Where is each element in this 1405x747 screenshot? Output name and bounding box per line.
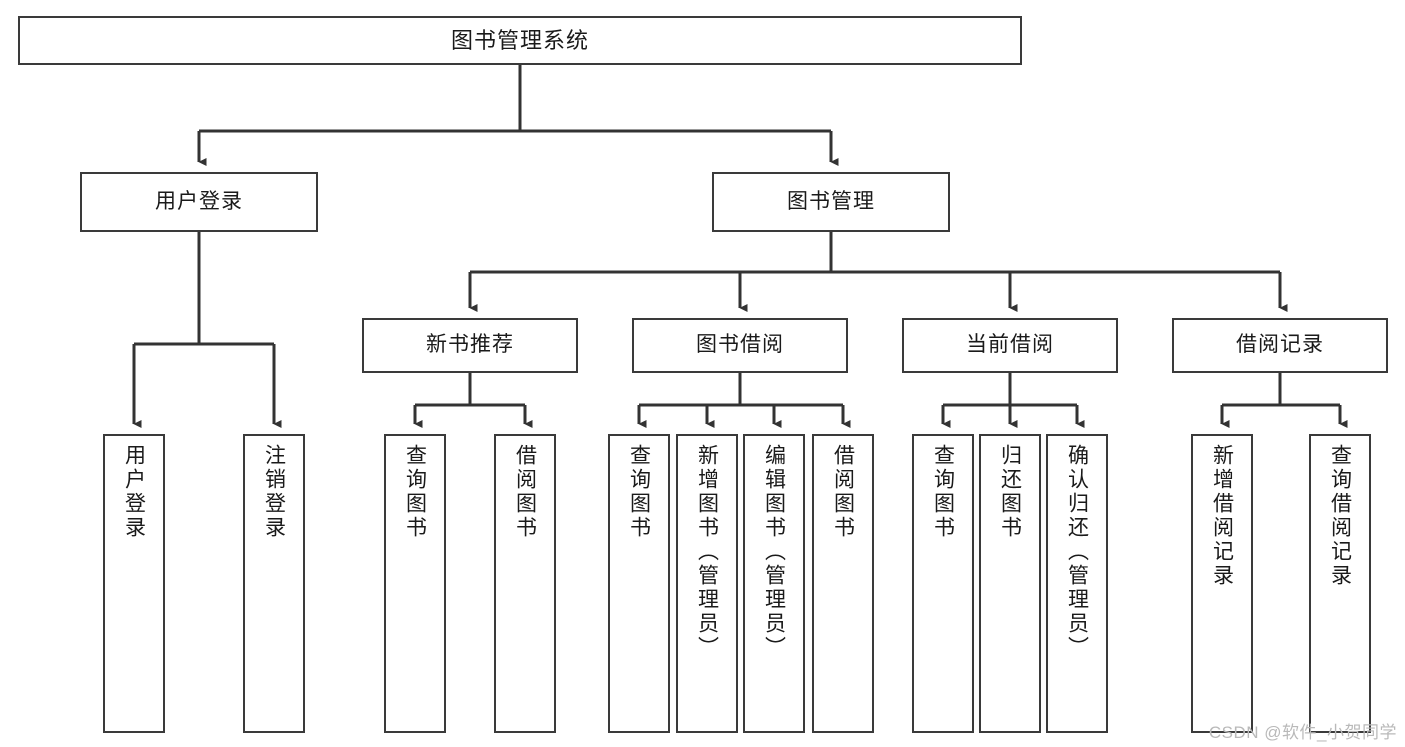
node-label: 编辑图书（管理员） [762,444,786,660]
node-label: 确认归还（管理员） [1065,444,1089,660]
node-label: 借阅图书 [831,444,855,540]
node-leaf-user-login[interactable]: 用户登录 [103,434,165,733]
node-label: 新增借阅记录 [1210,444,1234,588]
node-leaf-query-book-2[interactable]: 查询图书 [608,434,670,733]
node-label: 查询图书 [403,444,427,540]
node-label: 查询借阅记录 [1328,444,1352,588]
node-borrow-record[interactable]: 借阅记录 [1172,318,1388,373]
node-label: 用户登录 [155,189,243,213]
node-label: 用户登录 [122,444,146,540]
node-leaf-user-logout[interactable]: 注销登录 [243,434,305,733]
node-leaf-query-book-1[interactable]: 查询图书 [384,434,446,733]
node-label: 查询图书 [627,444,651,540]
node-book-borrow[interactable]: 图书借阅 [632,318,848,373]
node-leaf-query-book-3[interactable]: 查询图书 [912,434,974,733]
node-label: 图书管理系统 [450,27,589,53]
node-label: 归还图书 [998,444,1022,540]
node-label: 新增图书（管理员） [695,444,719,660]
node-leaf-borrow-book-1[interactable]: 借阅图书 [494,434,556,733]
node-leaf-query-record[interactable]: 查询借阅记录 [1309,434,1371,733]
node-label: 查询图书 [931,444,955,540]
node-label: 借阅图书 [513,444,537,540]
node-label: 当前借阅 [966,333,1054,357]
node-leaf-add-record[interactable]: 新增借阅记录 [1191,434,1253,733]
node-label: 注销登录 [262,444,286,540]
node-new-book-recommend[interactable]: 新书推荐 [362,318,578,373]
node-leaf-edit-book[interactable]: 编辑图书（管理员） [743,434,805,733]
node-user-login[interactable]: 用户登录 [80,172,318,232]
node-label: 新书推荐 [426,333,514,357]
node-label: 图书借阅 [696,333,784,357]
node-leaf-add-book[interactable]: 新增图书（管理员） [676,434,738,733]
node-label: 图书管理 [787,189,875,213]
node-leaf-borrow-book-2[interactable]: 借阅图书 [812,434,874,733]
node-book-management[interactable]: 图书管理 [712,172,950,232]
node-label: 借阅记录 [1236,333,1324,357]
node-leaf-return-book[interactable]: 归还图书 [979,434,1041,733]
node-root-system[interactable]: 图书管理系统 [18,16,1022,65]
node-leaf-confirm-return[interactable]: 确认归还（管理员） [1046,434,1108,733]
node-current-borrow[interactable]: 当前借阅 [902,318,1118,373]
